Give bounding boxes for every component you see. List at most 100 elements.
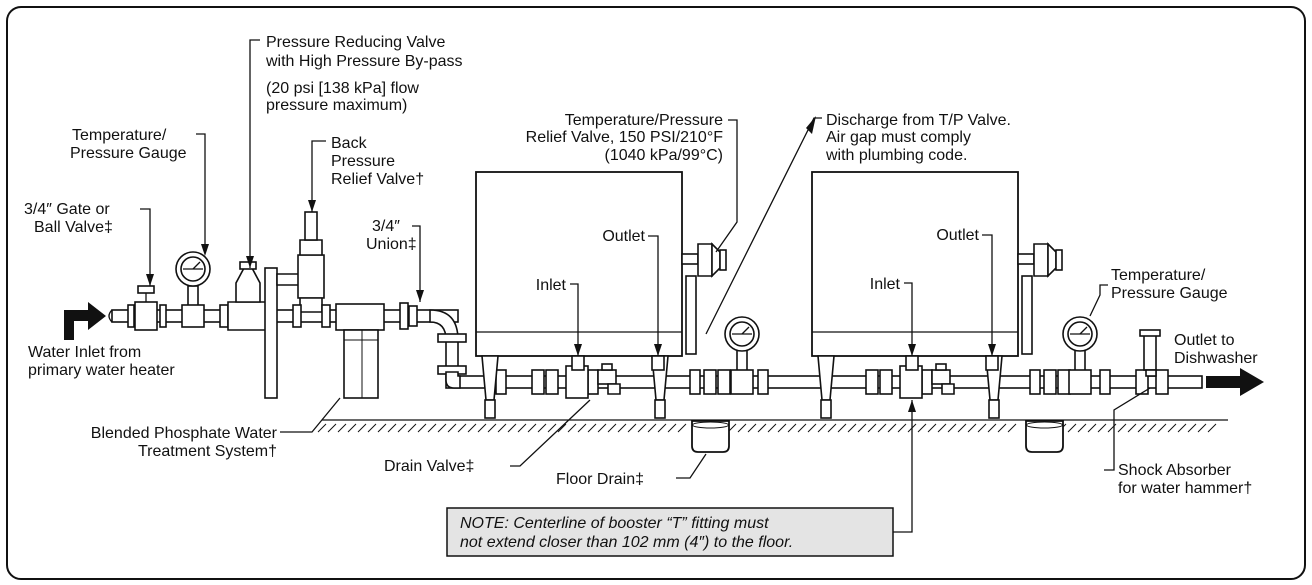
floor-hatch-mark (557, 423, 567, 433)
floor-hatch-mark (547, 423, 557, 433)
union-label-1: 3/4″ (372, 218, 400, 235)
floor-hatch-mark (897, 423, 907, 433)
elbow-lower (445, 371, 461, 389)
floor-hatch-mark (347, 423, 357, 433)
floor-hatch-mark (847, 423, 857, 433)
floor-hatch-mark (537, 423, 547, 433)
outlet-1-label: Outlet (602, 228, 645, 245)
floor-hatch-mark (957, 423, 967, 433)
labels: Pressure Reducing Valve with High Pressu… (24, 34, 1258, 497)
floor-hatch-mark (377, 423, 387, 433)
floor-hatch-mark (1207, 423, 1217, 433)
tp-gauge-right-label-2: Pressure Gauge (1111, 285, 1228, 302)
discharge-label-3: with plumbing code. (825, 147, 967, 164)
blended-label-2: Treatment System† (138, 443, 277, 460)
floor-hatch-mark (327, 423, 337, 433)
floor-hatch-mark (657, 423, 667, 433)
floor-hatch-mark (797, 423, 807, 433)
floor-hatch-mark (627, 423, 637, 433)
prv-label-4: pressure maximum) (266, 97, 407, 114)
drain-valve-2 (899, 363, 955, 399)
outlet-dishwasher-label-2: Dishwasher (1174, 350, 1258, 367)
water-inlet-label-1: Water Inlet from (28, 344, 141, 361)
floor-hatch-mark (1087, 423, 1097, 433)
floor-hatch-mark (617, 423, 627, 433)
inlet-1-label: Inlet (536, 277, 567, 294)
floor-hatch-mark (977, 423, 987, 433)
floor-hatch-mark (1097, 423, 1107, 433)
floor-hatch-mark (467, 423, 477, 433)
floor-hatch-mark (1137, 423, 1147, 433)
floor-hatch-mark (1127, 423, 1137, 433)
floor-hatch-mark (317, 423, 327, 433)
floor-drain-2 (1025, 420, 1064, 453)
floor-hatch-mark (527, 423, 537, 433)
floor-hatch-mark (1157, 423, 1167, 433)
floor-hatch-mark (827, 423, 837, 433)
tp-gauge-left-label-2: Pressure Gauge (70, 145, 187, 162)
floor-hatch-mark (597, 423, 607, 433)
blended-phosphate-treatment-system (335, 303, 385, 399)
floor-hatch-mark (917, 423, 927, 433)
union-label-2: Union‡ (366, 236, 417, 253)
water-inlet-label-2: primary water heater (28, 362, 175, 379)
floor-hatch-mark (1187, 423, 1197, 433)
floor-hatch-mark (947, 423, 957, 433)
gate-valve-label-2: Ball Valve‡ (34, 219, 113, 236)
tp-relief-valve-2 (1017, 242, 1063, 355)
floor-hatch-mark (937, 423, 947, 433)
tp-gauge-right-label-1: Temperature/ (1111, 267, 1206, 284)
back-pressure-label-2: Pressure (331, 153, 395, 170)
tp-relief-label-2: Relief Valve, 150 PSI/210°F (526, 129, 724, 146)
discharge-label-1: Discharge from T/P Valve. (826, 112, 1011, 129)
floor-hatch-mark (1077, 423, 1087, 433)
floor-hatch-mark (487, 423, 497, 433)
note-background (446, 507, 894, 557)
shock-absorber-label-2: for water hammer† (1118, 480, 1252, 497)
prv-label-2: with High Pressure By-pass (265, 53, 463, 70)
gate-ball-valve (127, 285, 167, 331)
leader-lines (140, 39, 1151, 533)
floor-hatch-mark (677, 423, 687, 433)
floor-hatch-mark (477, 423, 487, 433)
booster-heater-2 (811, 171, 1019, 419)
arrowheads (146, 116, 996, 412)
outlet-arrow (1206, 368, 1264, 396)
main-line-fittings (495, 369, 1169, 395)
floor-hatch-mark (747, 423, 757, 433)
back-pressure-label-1: Back (331, 135, 368, 152)
outlet-2-label: Outlet (936, 227, 979, 244)
floor-hatch-mark (397, 423, 407, 433)
gate-valve-label-1: 3/4″ Gate or (24, 201, 110, 218)
floor-hatch-mark (337, 423, 347, 433)
inlet-2-label: Inlet (870, 276, 901, 293)
tp-relief-label-1: Temperature/Pressure (565, 112, 723, 129)
floor-hatch-mark (417, 423, 427, 433)
temperature-pressure-gauge-middle (724, 316, 760, 395)
floor-hatch-mark (1177, 423, 1187, 433)
floor-hatch-mark (867, 423, 877, 433)
floor-hatch-mark (497, 423, 507, 433)
water-inlet-arrow (64, 302, 106, 340)
floor-hatch-mark (1117, 423, 1127, 433)
booster-heater-1 (475, 171, 683, 419)
shock-absorber (1139, 329, 1161, 377)
floor-drain-1 (691, 420, 730, 453)
note-line-2: not extend closer than 102 mm (4″) to th… (460, 534, 793, 551)
shock-absorber-label-1: Shock Absorber (1118, 462, 1232, 479)
floor-hatch-mark (607, 423, 617, 433)
floor (317, 419, 1228, 433)
back-pressure-relief-valve (264, 211, 331, 399)
floor-hatch-mark (807, 423, 817, 433)
floor-hatch-mark (1067, 423, 1077, 433)
floor-hatch-mark (737, 423, 747, 433)
floor-hatch-mark (437, 423, 447, 433)
floor-hatch-mark (777, 423, 787, 433)
floor-hatch-mark (667, 423, 677, 433)
floor-hatch-mark (407, 423, 417, 433)
floor-hatch-mark (457, 423, 467, 433)
floor-hatch-mark (787, 423, 797, 433)
floor-hatch-mark (1107, 423, 1117, 433)
floor-hatch-mark (387, 423, 397, 433)
outlet-dishwasher-label-1: Outlet to (1174, 332, 1235, 349)
